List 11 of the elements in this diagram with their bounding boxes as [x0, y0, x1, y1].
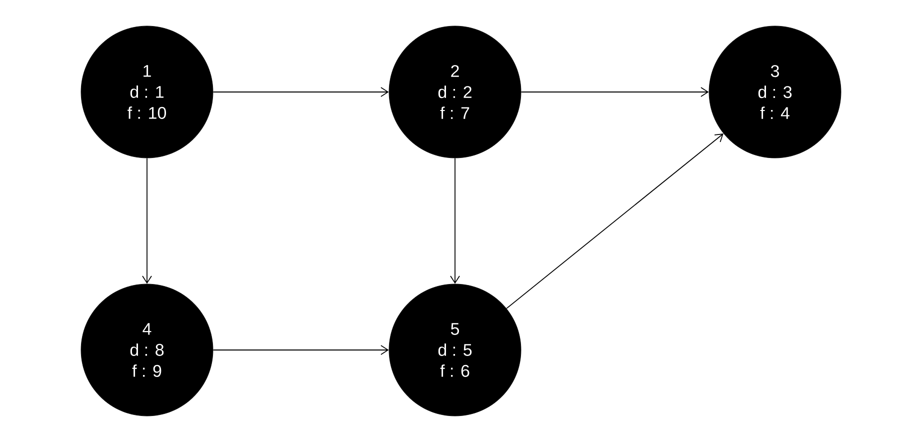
graph-node: 3 d : 3 f : 4: [708, 26, 842, 158]
arrow: [212, 87, 389, 97]
graph-node: 4 d : 8 f : 9: [80, 284, 214, 416]
arrow: [212, 345, 389, 355]
arrow: [520, 87, 709, 97]
arrow: [142, 158, 152, 284]
arrow: [450, 158, 460, 284]
graph-node: 1 d : 1 f : 10: [80, 26, 214, 158]
arrow: [506, 134, 724, 309]
graph-node: 5 d : 5 f : 6: [388, 284, 522, 416]
graph-node: 2 d : 2 f : 7: [388, 26, 522, 158]
